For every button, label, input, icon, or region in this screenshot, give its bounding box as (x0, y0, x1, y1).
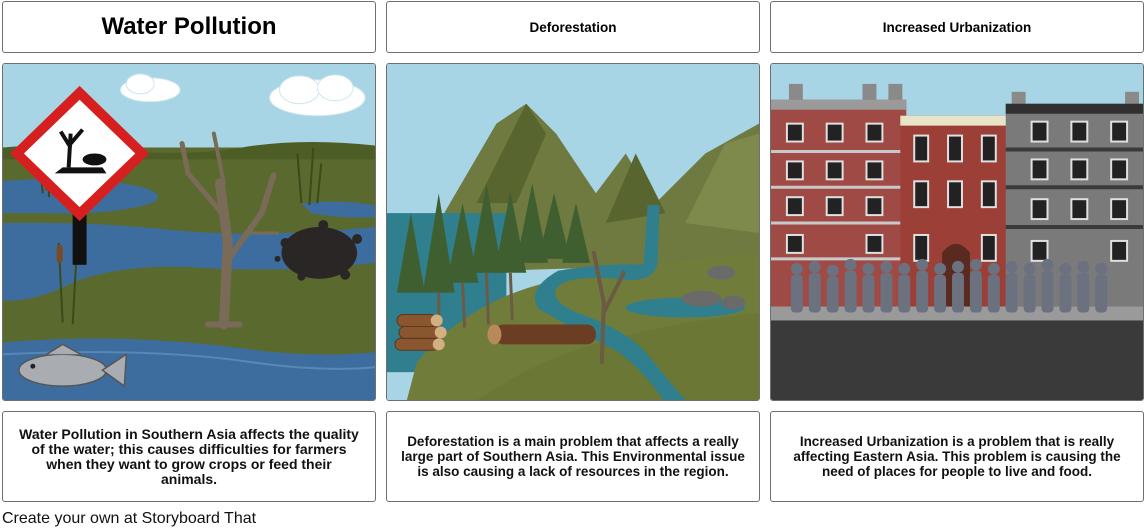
environmental-hazard-sign-icon (9, 85, 150, 265)
panel-1-description: Water Pollution in Southern Asia affects… (2, 411, 376, 502)
cloud-icon (119, 73, 366, 117)
forest-trees-icon (396, 183, 590, 333)
fish-icon (18, 343, 128, 388)
panel-3-description: Increased Urbanization is a problem that… (770, 411, 1144, 502)
crowd-icon (790, 258, 1108, 313)
panel-3-title: Increased Urbanization (770, 1, 1144, 53)
urbanization-scene (770, 63, 1144, 401)
cut-logs-icon (394, 314, 596, 351)
panel-2-description: Deforestation is a main problem that aff… (386, 411, 760, 502)
deforestation-scene (386, 63, 760, 401)
water-pollution-scene (2, 63, 376, 401)
panel-1-title: Water Pollution (2, 1, 376, 53)
oil-spill-icon (274, 220, 363, 281)
panel-2-title: Deforestation (386, 1, 760, 53)
dead-tree-icon (179, 131, 280, 330)
storyboard-footer-link[interactable]: Create your own at Storyboard That (2, 510, 257, 527)
